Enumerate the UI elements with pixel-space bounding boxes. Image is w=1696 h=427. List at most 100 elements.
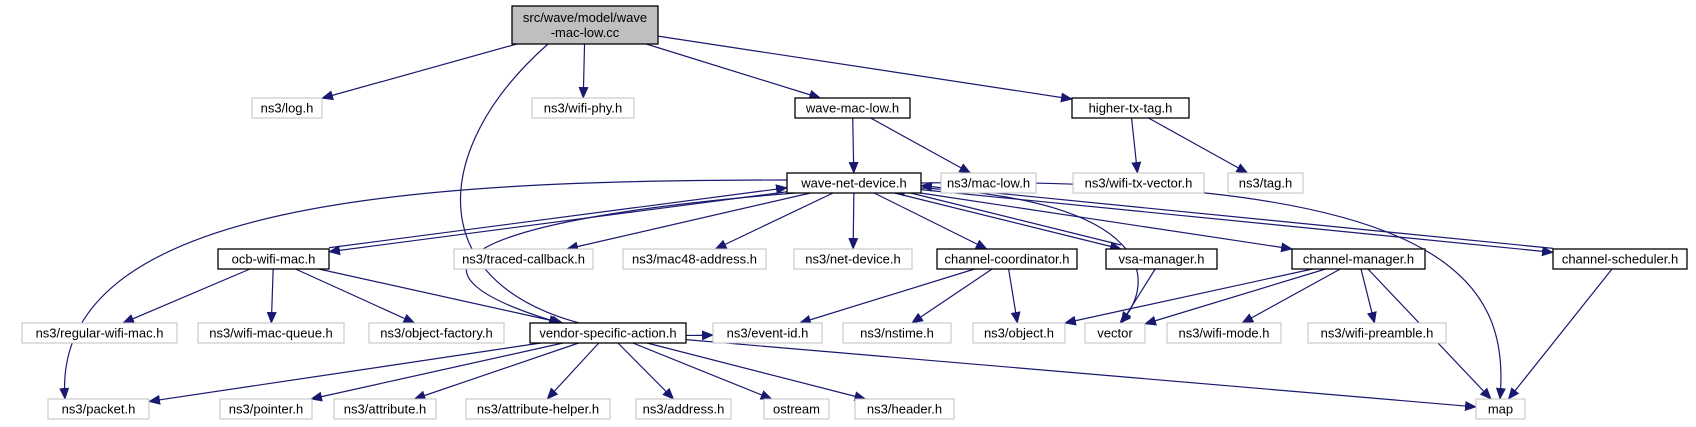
edge-channel-manager-to-wifi-mode [1241, 268, 1341, 324]
node-vsa-manager[interactable]: vsa-manager.h [1105, 248, 1218, 270]
node-label: vsa-manager.h [1119, 252, 1205, 267]
edge-vendor-specific-action-to-address [617, 342, 675, 400]
node-label: ns3/tag.h [1239, 176, 1293, 191]
node-box [712, 322, 823, 344]
edge-higher-tx-tag-to-wifi-tx-vector [1130, 117, 1142, 174]
node-label: ns3/address.h [643, 402, 725, 417]
node-box [465, 398, 611, 420]
node-wifi-mode[interactable]: ns3/wifi-mode.h [1166, 322, 1282, 344]
node-event-id[interactable]: ns3/event-id.h [712, 322, 823, 344]
node-box [1084, 322, 1146, 344]
node-vector[interactable]: vector [1084, 322, 1146, 344]
node-mac-low[interactable]: ns3/mac-low.h [940, 172, 1037, 194]
node-box [793, 248, 913, 270]
node-root[interactable]: src/wave/model/wave-mac-low.cc [511, 5, 659, 45]
node-pointer[interactable]: ns3/pointer.h [219, 398, 313, 420]
edge-layer [59, 35, 1613, 411]
node-label: ostream [773, 402, 820, 417]
node-channel-scheduler[interactable]: channel-scheduler.h [1552, 248, 1688, 270]
edge-wave-net-device-to-channel-coordinator [873, 192, 988, 250]
edge-vendor-specific-action-to-map [685, 339, 1477, 411]
node-label: ns3/header.h [867, 402, 942, 417]
edge-ocb-wifi-mac-to-wave-net-device [328, 184, 788, 249]
edge-wave-net-device-to-packet [59, 179, 788, 400]
node-tag[interactable]: ns3/tag.h [1227, 172, 1304, 194]
node-ocb-wifi-mac[interactable]: ocb-wifi-mac.h [217, 248, 330, 270]
node-label: ns3/wifi-phy.h [544, 101, 623, 116]
node-nstime[interactable]: ns3/nstime.h [842, 322, 952, 344]
node-object[interactable]: ns3/object.h [972, 322, 1066, 344]
node-box [219, 398, 313, 420]
node-box [940, 172, 1037, 194]
node-higher-tx-tag[interactable]: higher-tx-tag.h [1071, 97, 1190, 119]
node-box [622, 248, 767, 270]
node-label: ns3/packet.h [62, 402, 136, 417]
node-net-device[interactable]: ns3/net-device.h [793, 248, 913, 270]
node-label: ns3/object-factory.h [380, 326, 492, 341]
edge-channel-manager-to-vector [1144, 268, 1326, 326]
edge-channel-manager-to-object [1063, 268, 1313, 326]
node-header[interactable]: ns3/header.h [854, 398, 955, 420]
node-label: src/wave/model/wave [523, 10, 647, 25]
node-box [763, 398, 830, 420]
node-label: wave-mac-low.h [805, 101, 899, 116]
node-channel-manager[interactable]: channel-manager.h [1291, 248, 1426, 270]
node-box [786, 172, 922, 194]
node-regular-wifi-mac[interactable]: ns3/regular-wifi-mac.h [21, 322, 178, 344]
node-box [197, 322, 345, 344]
node-box [1166, 322, 1282, 344]
edge-channel-scheduler-to-wave-net-device [920, 181, 1554, 249]
node-wave-net-device[interactable]: wave-net-device.h [786, 172, 922, 194]
node-box [936, 248, 1078, 270]
node-label: ns3/log.h [261, 101, 314, 116]
node-map[interactable]: map [1475, 398, 1526, 420]
edge-wave-net-device-to-channel-manager [920, 192, 1294, 253]
node-box [854, 398, 955, 420]
node-traced-callback[interactable]: ns3/traced-callback.h [453, 248, 594, 270]
node-attribute[interactable]: ns3/attribute.h [333, 398, 437, 420]
node-label: ns3/object.h [984, 326, 1054, 341]
node-log[interactable]: ns3/log.h [251, 97, 323, 119]
node-wifi-tx-vector[interactable]: ns3/wifi-tx-vector.h [1072, 172, 1205, 194]
node-label: ns3/traced-callback.h [462, 252, 585, 267]
edge-channel-coordinator-to-object [1008, 268, 1021, 324]
node-packet[interactable]: ns3/packet.h [47, 398, 150, 420]
edge-wave-net-device-to-vendor-specific-action [465, 192, 796, 325]
edge-vendor-specific-action-to-ostream [632, 342, 773, 400]
edge-vendor-specific-action-to-attribute [413, 342, 579, 401]
node-wifi-preamble[interactable]: ns3/wifi-preamble.h [1307, 322, 1447, 344]
edge-channel-coordinator-to-nstime [911, 268, 993, 324]
edge-vendor-specific-action-to-attribute-helper [546, 342, 600, 400]
node-object-factory[interactable]: ns3/object-factory.h [368, 322, 505, 344]
node-box [794, 97, 911, 119]
node-box [842, 322, 952, 344]
node-address[interactable]: ns3/address.h [635, 398, 732, 420]
edge-root-to-event-id [459, 43, 714, 341]
node-label: higher-tx-tag.h [1089, 101, 1173, 116]
edge-channel-manager-to-wifi-preamble [1360, 268, 1377, 324]
node-attribute-helper[interactable]: ns3/attribute-helper.h [465, 398, 611, 420]
node-box [1552, 248, 1688, 270]
node-ostream[interactable]: ostream [763, 398, 830, 420]
edge-ocb-wifi-mac-to-object-factory [295, 268, 416, 324]
node-vendor-specific-action[interactable]: vendor-specific-action.h [529, 322, 687, 344]
node-mac48-address[interactable]: ns3/mac48-address.h [622, 248, 767, 270]
edge-root-to-log [321, 43, 517, 101]
node-label: ns3/mac-low.h [947, 176, 1030, 191]
edge-ocb-wifi-mac-to-regular-wifi-mac [122, 268, 251, 324]
edge-vendor-specific-action-to-packet [148, 342, 542, 405]
edge-wave-net-device-to-net-device [848, 192, 859, 250]
edge-channel-scheduler-to-map [1507, 268, 1613, 400]
node-label: ns3/mac48-address.h [632, 252, 757, 267]
node-channel-coordinator[interactable]: channel-coordinator.h [936, 248, 1078, 270]
node-box [21, 322, 178, 344]
edge-wave-mac-low-to-mac-low [870, 117, 972, 174]
edge-vsa-manager-to-wave-net-device [893, 186, 1122, 246]
node-layer: src/wave/model/wave-mac-low.cc ns3/log.h n… [21, 5, 1688, 420]
node-wifi-phy[interactable]: ns3/wifi-phy.h [531, 97, 635, 119]
node-wifi-mac-queue[interactable]: ns3/wifi-mac-queue.h [197, 322, 345, 344]
node-wave-mac-low[interactable]: wave-mac-low.h [794, 97, 911, 119]
node-label: ocb-wifi-mac.h [232, 252, 316, 267]
edge-wave-net-device-to-channel-scheduler [920, 189, 1554, 257]
node-label: ns3/attribute.h [344, 402, 426, 417]
